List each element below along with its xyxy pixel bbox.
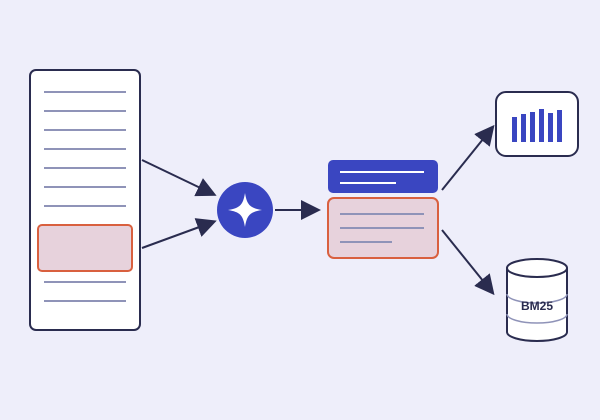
arrow-card-to-chart bbox=[441, 124, 495, 191]
bar-chart-icon bbox=[512, 109, 562, 142]
context-header bbox=[328, 160, 438, 193]
arrow-document-to-node-bottom bbox=[141, 218, 217, 249]
database-label: BM25 bbox=[521, 299, 553, 313]
database-cylinder-icon: BM25 bbox=[506, 258, 568, 342]
context-card bbox=[327, 160, 439, 259]
sparkle-node bbox=[217, 182, 273, 238]
arrow-document-to-node-top bbox=[141, 159, 217, 197]
source-document-panel bbox=[29, 69, 141, 331]
highlighted-chunk bbox=[37, 224, 133, 272]
arrow-card-to-database bbox=[441, 229, 495, 296]
embedding-target bbox=[495, 91, 579, 157]
four-point-sparkle-icon bbox=[228, 193, 262, 227]
